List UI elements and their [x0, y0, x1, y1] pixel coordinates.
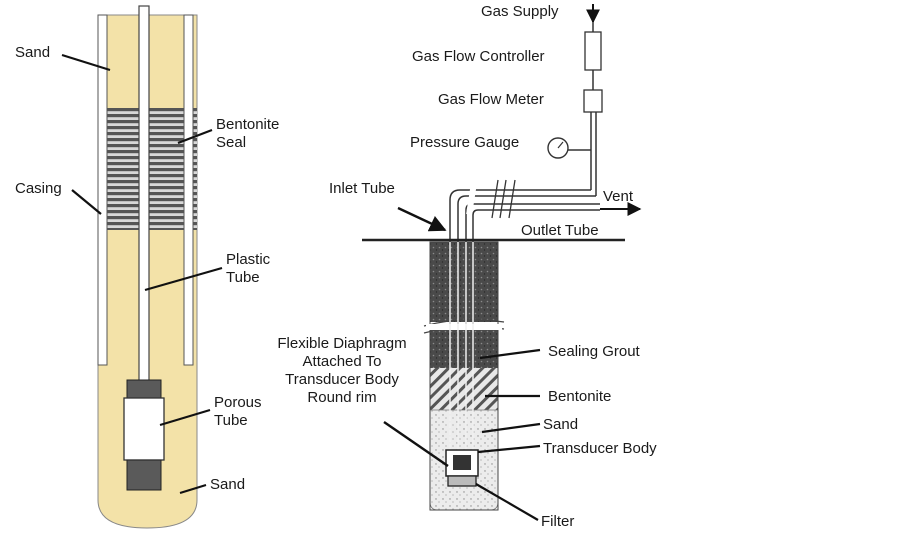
transducer-inner: [453, 455, 471, 470]
left-piezometer: Sand Bentonite Seal Casing Plastic Tube …: [15, 5, 279, 529]
leader-porous-tube: [159, 408, 211, 427]
label-plastic-line2: Tube: [226, 269, 260, 286]
borehole-outline: [429, 241, 499, 511]
sealing-grout-upper: [430, 242, 498, 322]
porous-tube-body: [123, 397, 165, 461]
label-diaphragm-line1: Flexible Diaphragm: [277, 335, 406, 352]
casing-right-wall: [183, 14, 194, 366]
tube-break-gap: [466, 186, 477, 214]
leader-sand-bottom: [179, 483, 207, 495]
outlet-tube-lower: [472, 209, 600, 470]
right-pneumatic-piezometer: Gas Supply Gas Flow Controller Gas Flow …: [277, 3, 657, 530]
label-bentonite: Bentonite: [548, 388, 611, 405]
borehole-break-gap: [426, 324, 502, 330]
leader-transducer-body: [477, 444, 541, 454]
label-bentonite-line1: Bentonite: [216, 116, 279, 133]
pressure-gauge-needle: [557, 141, 564, 149]
label-pressure-gauge: Pressure Gauge: [410, 134, 519, 151]
label-diaphragm-line2: Attached To: [303, 353, 382, 370]
label-sand: Sand: [543, 416, 578, 433]
leader-filter: [475, 483, 539, 521]
label-gas-flow-controller: Gas Flow Controller: [412, 48, 545, 65]
gas-flow-controller-box: [584, 31, 602, 71]
label-porous-line1: Porous: [214, 394, 262, 411]
label-gas-flow-meter: Gas Flow Meter: [438, 91, 544, 108]
leader-casing: [71, 189, 102, 215]
label-outlet-tube: Outlet Tube: [521, 222, 599, 239]
tube-break-1: [491, 179, 499, 219]
porous-tube-bottom-cap: [126, 459, 162, 491]
label-porous-line2: Tube: [214, 412, 248, 429]
gas-flow-meter-box: [583, 89, 603, 113]
label-filter: Filter: [541, 513, 574, 530]
leader-inlet-tube: [397, 206, 447, 232]
label-bentonite-line2: Seal: [216, 134, 246, 151]
label-casing: Casing: [15, 180, 62, 197]
label-sand-top: Sand: [15, 44, 50, 61]
label-inlet-tube: Inlet Tube: [329, 180, 395, 197]
bentonite-layer: [430, 368, 498, 410]
label-plastic-line1: Plastic: [226, 251, 271, 268]
tube-break-2: [499, 179, 507, 219]
label-sand-bottom: Sand: [210, 476, 245, 493]
tube-break-3: [508, 179, 516, 219]
label-diaphragm-line3: Transducer Body: [285, 371, 399, 388]
plastic-tube: [138, 5, 150, 385]
label-transducer-body: Transducer Body: [543, 440, 657, 457]
inlet-tube-lower: [457, 195, 596, 470]
label-sealing-grout: Sealing Grout: [548, 343, 641, 360]
leader-sealing-grout: [479, 348, 541, 360]
filter-element: [447, 475, 477, 487]
leader-bentonite-seal: [177, 128, 213, 145]
label-vent: Vent: [603, 188, 634, 205]
sealing-grout-lower: [430, 330, 498, 368]
leader-sand: [481, 422, 541, 434]
label-gas-supply: Gas Supply: [481, 3, 559, 20]
inlet-tube-upper: [449, 189, 591, 470]
label-diaphragm-line4: Round rim: [307, 389, 376, 406]
leader-sand-top: [61, 53, 111, 72]
leader-diaphragm: [383, 421, 449, 467]
porous-tube-top-cap: [126, 379, 162, 399]
casing-left-wall: [97, 14, 108, 366]
leader-plastic-tube: [144, 266, 223, 292]
